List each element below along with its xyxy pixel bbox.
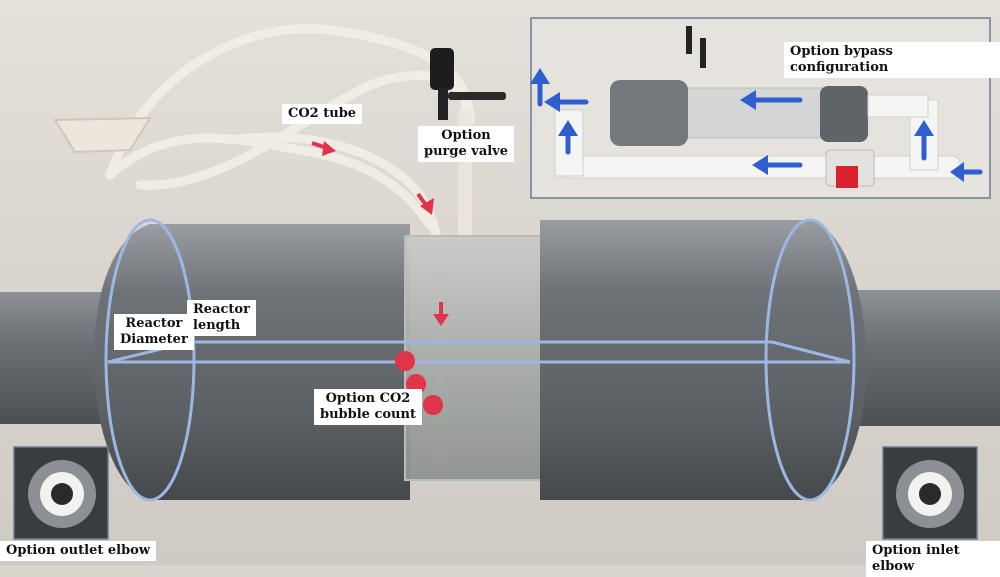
red-arrow-icon: [416, 192, 434, 215]
bubble-count-label-line1: Option CO2: [325, 391, 411, 406]
blue-arrow-icon: [544, 92, 589, 112]
blue-arrow-icon: [530, 68, 550, 107]
blue-arrow-icon: [950, 162, 983, 182]
reactor-diameter-label-line2: Diameter: [120, 332, 188, 347]
reactor-length-label-line1: Reactor: [193, 302, 250, 317]
bypass-flow-arrows: [530, 68, 983, 182]
reactor-diameter-label-line1: Reactor: [125, 316, 183, 331]
reactor-diameter-label: Reactor Diameter: [114, 314, 194, 350]
red-arrow-icon: [433, 302, 449, 326]
outlet-elbow-inset: [13, 446, 109, 540]
purge-valve-label: Option purge valve: [418, 126, 515, 162]
bubble-count-label: Option CO2 bubble count: [314, 389, 422, 425]
bubble-count-label-line2: bubble count: [320, 407, 416, 422]
reactor-length-label-line2: length: [193, 318, 241, 333]
bypass-label: Option bypass configuration: [784, 42, 1000, 78]
inlet-elbow-inset: [882, 446, 978, 540]
outlet-elbow-label: Option outlet elbow: [0, 541, 157, 561]
red-arrow-icon: [311, 141, 336, 156]
blue-arrow-icon: [752, 155, 803, 175]
inlet-elbow-label: Option inlet elbow: [866, 541, 1000, 577]
blue-arrow-icon: [914, 120, 934, 161]
blue-arrow-icon: [558, 120, 578, 155]
clear-reactor-tube: [405, 236, 555, 480]
purge-valve-label-line1: Option: [441, 128, 491, 143]
suction-cup: [53, 116, 152, 154]
right-end-cap: [540, 220, 867, 500]
blue-arrow-icon: [740, 90, 803, 110]
reactor-length-label: Reactor length: [187, 300, 256, 336]
co2-tube-label: CO2 tube: [282, 104, 363, 124]
right-pipe: [840, 290, 1000, 426]
co2-flow-arrows: [311, 141, 449, 326]
co2-reactor-photo: [0, 0, 1000, 565]
purge-valve-label-line2: purge valve: [424, 144, 509, 159]
